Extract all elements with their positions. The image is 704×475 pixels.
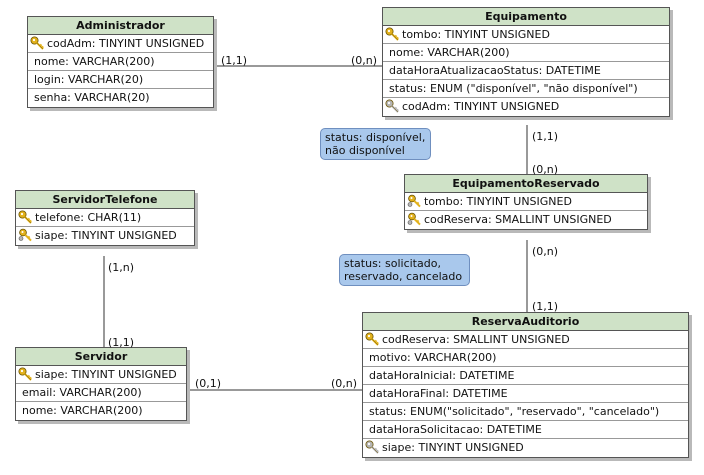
cardinality-administrador-side: (1,1) — [221, 54, 248, 67]
primary-key-icon — [365, 332, 380, 346]
field-row: nome: VARCHAR(200) — [16, 402, 186, 420]
field-row: tombo: TINYINT UNSIGNED — [405, 193, 647, 211]
field-text: codAdm: TINYINT UNSIGNED — [402, 100, 560, 113]
field-row: nome: VARCHAR(200) — [383, 44, 669, 62]
cardinality-equipamentoreservado-top: (0,n) — [532, 163, 559, 176]
cardinality-servidortelefone-bottom: (1,n) — [108, 261, 135, 274]
field-text: login: VARCHAR(20) — [34, 73, 144, 86]
field-row: telefone: CHAR(11) — [16, 209, 194, 227]
field-text: nome: VARCHAR(200) — [389, 46, 510, 59]
field-list: telefone: CHAR(11) siape: TINYINT UNSIGN… — [16, 209, 194, 245]
field-text: tombo: TINYINT UNSIGNED — [402, 28, 550, 41]
table-title: ReservaAuditorio — [363, 313, 688, 331]
field-row: siape: TINYINT UNSIGNED — [363, 439, 688, 457]
primary-key-icon — [18, 210, 33, 224]
field-text: senha: VARCHAR(20) — [34, 91, 150, 104]
note-line: status: solicitado, — [344, 257, 441, 270]
field-row: codReserva: SMALLINT UNSIGNED — [363, 331, 688, 349]
primary-key-icon — [18, 367, 33, 381]
field-text: siape: TINYINT UNSIGNED — [35, 368, 177, 381]
table-reservaauditorio[interactable]: ReservaAuditorio codReserva: SMALLINT UN… — [362, 312, 689, 458]
note-reserva-status: status: solicitado, reservado, cancelado — [339, 254, 470, 286]
primary-foreign-key-icon — [18, 228, 33, 242]
field-row: codAdm: TINYINT UNSIGNED — [28, 35, 213, 53]
table-servidortelefone[interactable]: ServidorTelefone telefone: CHAR(11) siap… — [15, 190, 195, 246]
field-row: codAdm: TINYINT UNSIGNED — [383, 98, 669, 116]
field-row: codReserva: SMALLINT UNSIGNED — [405, 211, 647, 229]
field-text: email: VARCHAR(200) — [22, 386, 142, 399]
field-row: siape: TINYINT UNSIGNED — [16, 366, 186, 384]
cardinality-servidor-right: (0,1) — [195, 377, 222, 390]
primary-key-icon — [30, 36, 45, 50]
field-text: codReserva: SMALLINT UNSIGNED — [424, 213, 612, 226]
cardinality-equipamento-bottom: (1,1) — [532, 130, 559, 143]
field-row: status: ENUM ("disponível", "não disponí… — [383, 80, 669, 98]
cardinality-reservaauditorio-top: (1,1) — [532, 300, 559, 313]
field-list: tombo: TINYINT UNSIGNED codReserva: SMAL… — [405, 193, 647, 229]
field-text: dataHoraAtualizacaoStatus: DATETIME — [389, 64, 601, 77]
field-row: siape: TINYINT UNSIGNED — [16, 227, 194, 245]
table-equipamentoreservado[interactable]: EquipamentoReservado tombo: TINYINT UNSI… — [404, 174, 648, 230]
field-row: motivo: VARCHAR(200) — [363, 349, 688, 367]
field-text: dataHoraInicial: DATETIME — [369, 369, 515, 382]
field-list: siape: TINYINT UNSIGNED email: VARCHAR(2… — [16, 366, 186, 420]
field-list: tombo: TINYINT UNSIGNED nome: VARCHAR(20… — [383, 26, 669, 116]
note-equipamento-status: status: disponível, não disponível — [320, 128, 431, 160]
field-text: dataHoraSolicitacao: DATETIME — [369, 423, 542, 436]
table-administrador[interactable]: Administrador codAdm: TINYINT UNSIGNED n… — [27, 16, 214, 108]
primary-foreign-key-icon — [407, 212, 422, 226]
field-row: dataHoraInicial: DATETIME — [363, 367, 688, 385]
field-row: tombo: TINYINT UNSIGNED — [383, 26, 669, 44]
field-text: tombo: TINYINT UNSIGNED — [424, 195, 572, 208]
field-row: email: VARCHAR(200) — [16, 384, 186, 402]
field-text: codAdm: TINYINT UNSIGNED — [47, 37, 205, 50]
field-text: status: ENUM("solicitado", "reservado", … — [369, 405, 660, 418]
field-text: dataHoraFinal: DATETIME — [369, 387, 508, 400]
primary-foreign-key-icon — [407, 194, 422, 208]
field-text: nome: VARCHAR(200) — [34, 55, 155, 68]
cardinality-reservaauditorio-left: (0,n) — [331, 377, 358, 390]
note-line: reservado, cancelado — [344, 270, 463, 283]
note-line: status: disponível, — [325, 131, 426, 144]
field-text: siape: TINYINT UNSIGNED — [382, 441, 524, 454]
cardinality-servidor-top: (1,1) — [108, 336, 135, 349]
field-text: status: ENUM ("disponível", "não disponí… — [389, 82, 638, 95]
field-row: dataHoraAtualizacaoStatus: DATETIME — [383, 62, 669, 80]
field-text: siape: TINYINT UNSIGNED — [35, 229, 177, 242]
field-row: dataHoraSolicitacao: DATETIME — [363, 421, 688, 439]
table-title: Equipamento — [383, 8, 669, 26]
primary-key-icon — [385, 27, 400, 41]
field-row: status: ENUM("solicitado", "reservado", … — [363, 403, 688, 421]
field-text: telefone: CHAR(11) — [35, 211, 142, 224]
foreign-key-icon — [365, 440, 380, 454]
field-text: nome: VARCHAR(200) — [22, 404, 143, 417]
cardinality-equipamentoreservado-bottom: (0,n) — [532, 245, 559, 258]
table-servidor[interactable]: Servidor siape: TINYINT UNSIGNED email: … — [15, 347, 187, 421]
table-title: Servidor — [16, 348, 186, 366]
note-line: não disponível — [325, 144, 405, 157]
table-title: Administrador — [28, 17, 213, 35]
table-equipamento[interactable]: Equipamento tombo: TINYINT UNSIGNED nome… — [382, 7, 670, 117]
field-text: codReserva: SMALLINT UNSIGNED — [382, 333, 570, 346]
field-list: codReserva: SMALLINT UNSIGNED motivo: VA… — [363, 331, 688, 457]
field-list: codAdm: TINYINT UNSIGNED nome: VARCHAR(2… — [28, 35, 213, 107]
foreign-key-icon — [385, 99, 400, 113]
table-title: ServidorTelefone — [16, 191, 194, 209]
field-text: motivo: VARCHAR(200) — [369, 351, 497, 364]
field-row: senha: VARCHAR(20) — [28, 89, 213, 107]
field-row: nome: VARCHAR(200) — [28, 53, 213, 71]
field-row: dataHoraFinal: DATETIME — [363, 385, 688, 403]
table-title: EquipamentoReservado — [405, 175, 647, 193]
cardinality-equipamento-side: (0,n) — [351, 54, 378, 67]
field-row: login: VARCHAR(20) — [28, 71, 213, 89]
